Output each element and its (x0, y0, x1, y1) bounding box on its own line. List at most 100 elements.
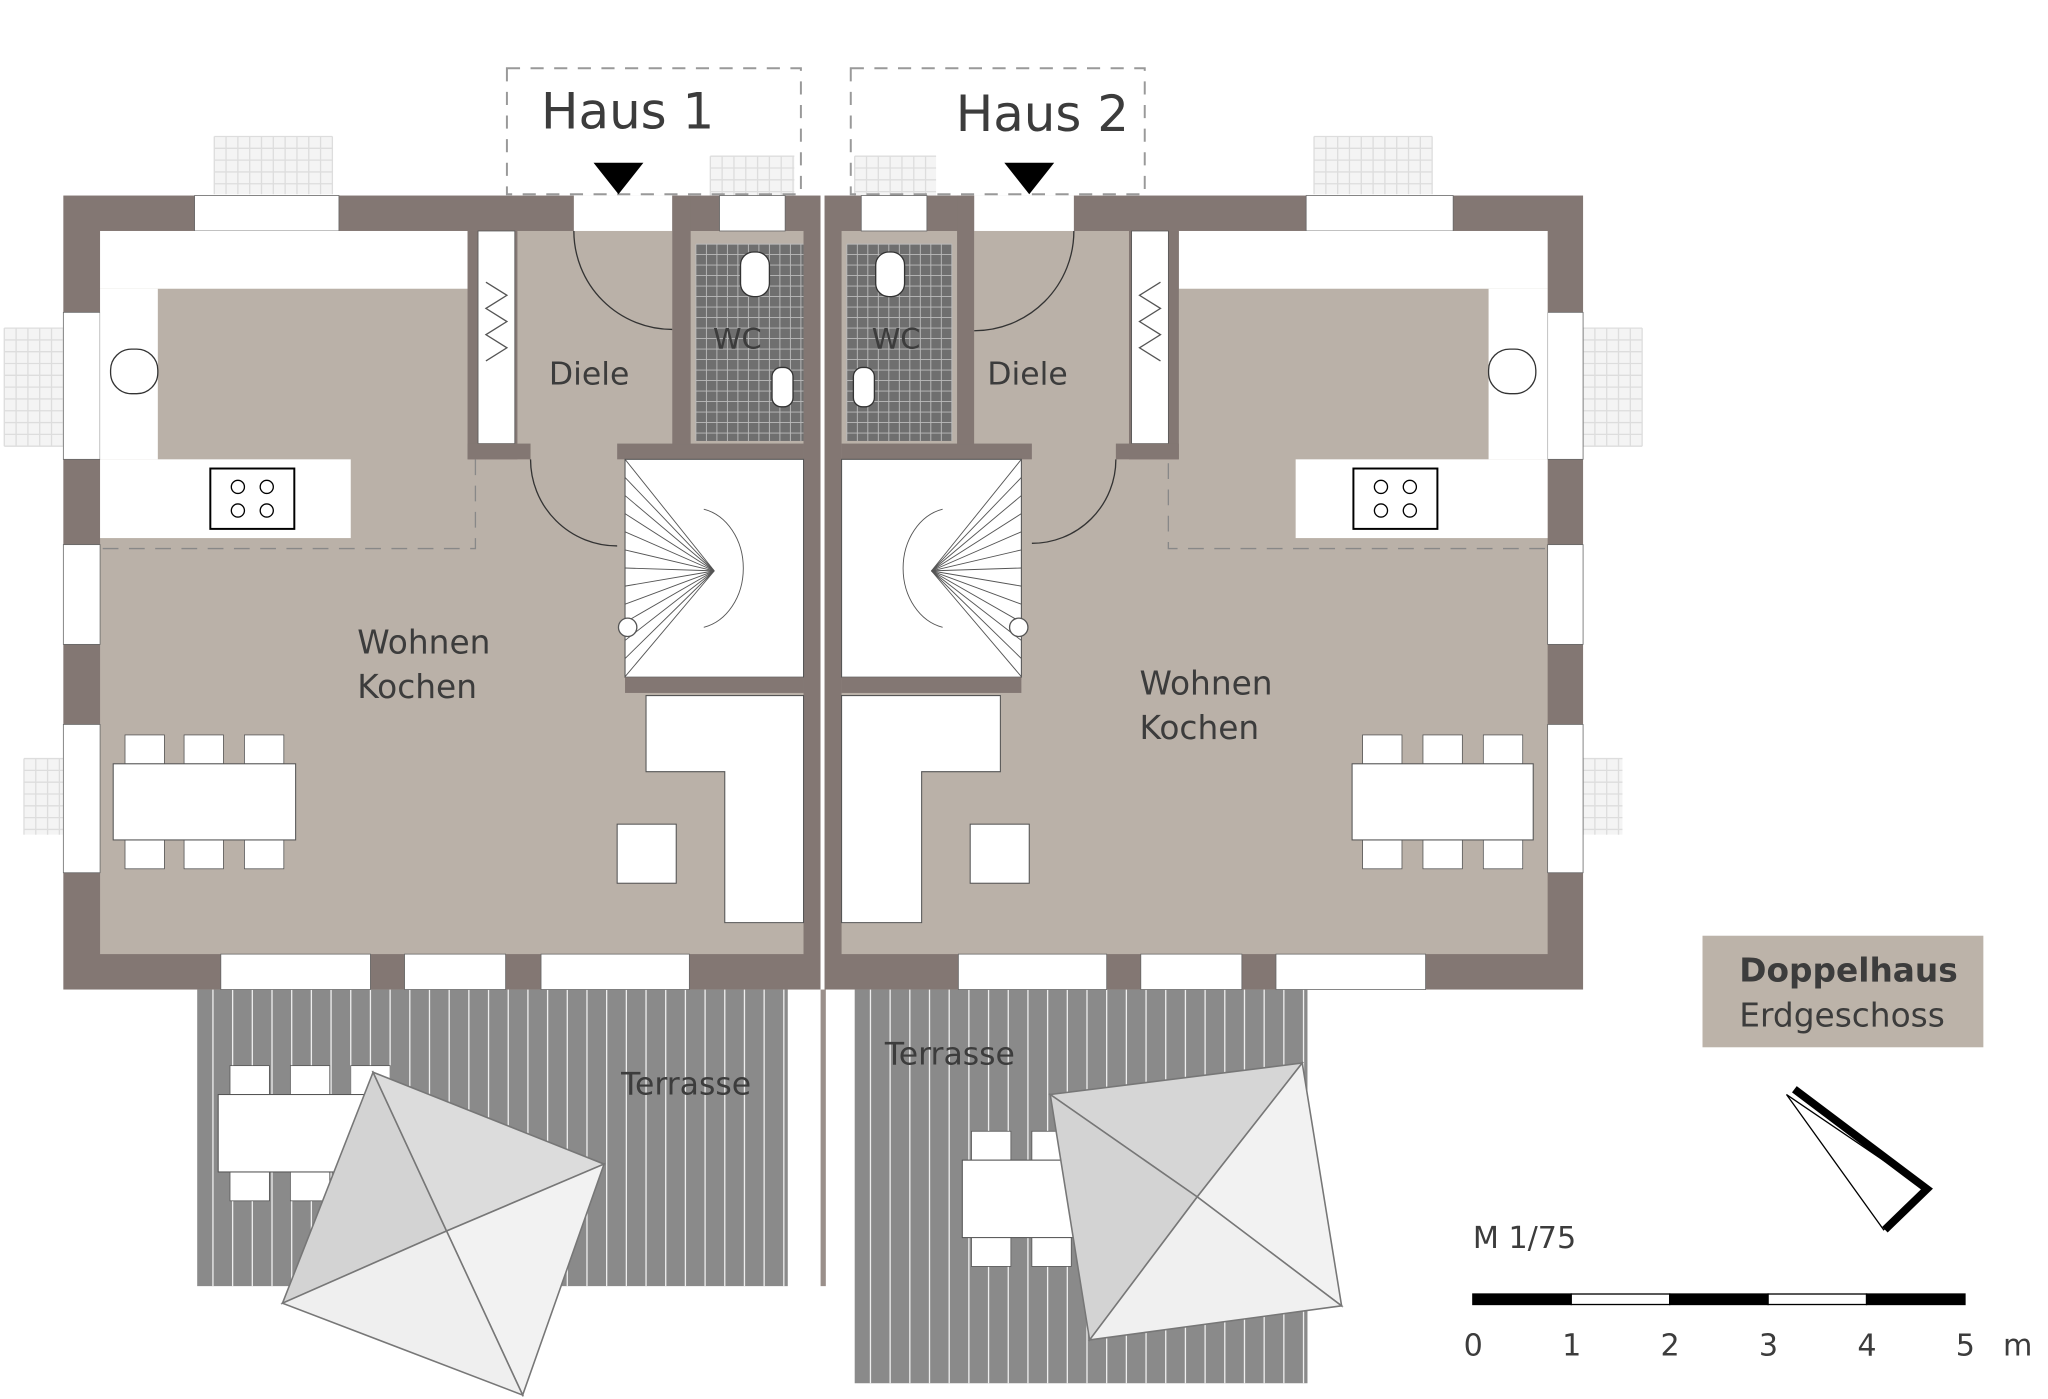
stair-step (931, 570, 1022, 623)
scale-tick-label: 5 (1956, 1329, 1975, 1364)
kitchen-counter (100, 230, 468, 289)
stair-step (931, 570, 1022, 587)
window (62, 311, 101, 460)
wardrobe (477, 230, 516, 444)
scale-tick-label: 3 (1759, 1329, 1778, 1364)
interior-wall (1115, 443, 1179, 460)
toilet-icon (875, 251, 906, 298)
entrance-door-opening (974, 195, 1074, 231)
scale-segment (1865, 1293, 1966, 1306)
window (540, 953, 690, 990)
stair-step (931, 531, 1022, 572)
north-arrow-icon (1785, 1086, 1933, 1233)
stair-step (624, 549, 715, 572)
scale-tick-label: 4 (1857, 1329, 1876, 1364)
stair-step (624, 513, 715, 572)
interior-wall (617, 443, 804, 460)
stair-step (625, 567, 715, 572)
window (719, 195, 786, 232)
room-label-wc: WC (713, 322, 762, 356)
entrance-arrow-icon (593, 162, 644, 195)
stair-step (624, 570, 715, 605)
house-1-title: Haus 1 (541, 83, 714, 141)
interior-wall (841, 443, 1032, 460)
stair-line (703, 508, 744, 628)
stair-step (931, 570, 1022, 641)
washbasin-icon (852, 366, 876, 408)
legend-box (1702, 935, 1984, 1048)
entrance-marker-haus-1 (505, 67, 802, 196)
house-2-title: Haus 2 (956, 85, 1129, 143)
window (220, 953, 371, 990)
stair-line (902, 508, 943, 628)
stair-step (931, 567, 1022, 572)
paving-grid (1313, 135, 1433, 195)
stair-step (624, 570, 715, 623)
parasol-icon (280, 1070, 607, 1398)
sofa (645, 695, 805, 924)
scale-tick-label: 2 (1661, 1329, 1680, 1364)
legend-subtitle: Erdgeschoss (1739, 996, 1945, 1034)
sofa (841, 695, 1001, 924)
stair-step (931, 459, 1022, 572)
room-label-wc: WC (872, 322, 921, 356)
interior-wall (625, 677, 804, 693)
scale-segment (1570, 1293, 1671, 1306)
toilet-icon (739, 251, 771, 298)
scale-tick-label: 1 (1562, 1329, 1581, 1364)
coffee-table (616, 823, 677, 884)
parasol-icon (1048, 1061, 1344, 1342)
washbasin-icon (771, 366, 794, 408)
window (62, 544, 101, 645)
entrance-door-opening (573, 195, 673, 231)
stair-step (624, 531, 715, 572)
window (1547, 311, 1584, 460)
scale-segment (1472, 1293, 1572, 1306)
legend-title: Doppelhaus (1739, 952, 1958, 990)
window (404, 953, 507, 990)
window (1547, 544, 1584, 645)
window (860, 195, 928, 232)
window (62, 724, 101, 874)
window (194, 195, 340, 232)
window (1305, 195, 1454, 232)
scale-segment (1767, 1293, 1868, 1306)
door-swing (1031, 459, 1117, 544)
stair-step (624, 495, 715, 572)
interior-wall (672, 195, 691, 445)
stair-step (931, 570, 1022, 605)
stair-step (624, 477, 715, 572)
window (957, 953, 1108, 990)
interior-wall (957, 195, 975, 445)
paving (23, 758, 64, 835)
paving-grid (709, 155, 795, 196)
wardrobe (1131, 230, 1169, 444)
door-swing (529, 459, 618, 547)
scale-unit: m (2003, 1329, 2032, 1364)
stair-step (931, 549, 1022, 572)
stair-step (624, 570, 715, 677)
paving-grid (213, 135, 334, 195)
interior-wall (467, 443, 531, 460)
interior-wall (841, 677, 1022, 693)
stair-step (931, 570, 1022, 659)
entrance-marker-haus-2 (849, 67, 1146, 196)
door-swing (974, 230, 1075, 332)
scale-segment (1669, 1293, 1769, 1306)
paving-grid (23, 757, 64, 835)
scale-label: M 1/75 (1473, 1221, 1576, 1256)
stair-step (624, 459, 715, 572)
window (1275, 953, 1426, 990)
scale-tick-label: 0 (1464, 1329, 1483, 1364)
cooktop-icon (209, 467, 296, 530)
sink-icon (109, 348, 159, 395)
paving-grid (3, 327, 64, 447)
stair-step (931, 513, 1022, 572)
stair-step (624, 570, 715, 641)
stair-post (1008, 617, 1029, 638)
